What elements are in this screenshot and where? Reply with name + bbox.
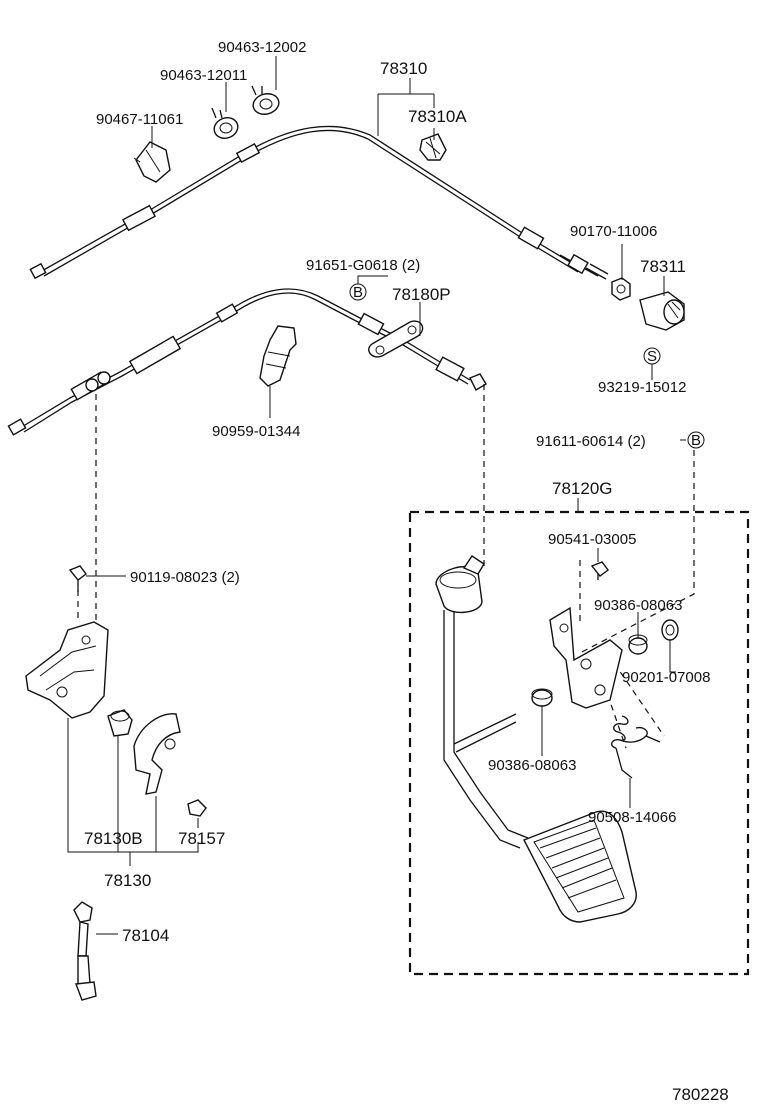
marker-b-91651: B xyxy=(349,283,367,301)
clamp-90467-11061 xyxy=(133,141,171,183)
marker-b-91611: B xyxy=(687,431,705,449)
clamp-90463-12002 xyxy=(251,85,280,115)
pedal-assembly-box xyxy=(408,510,750,976)
label-90463-12011: 90463-12011 xyxy=(160,67,247,84)
lever-78130 xyxy=(133,713,181,795)
washer-90201-07008 xyxy=(661,619,679,641)
grommet-78310A xyxy=(419,133,447,161)
leader-lines xyxy=(67,56,686,935)
label-90119-08023: 90119-08023 (2) xyxy=(130,569,240,586)
label-78311: 78311 xyxy=(640,257,686,276)
screw-78157 xyxy=(187,799,207,817)
label-78130B: 78130B xyxy=(84,829,143,848)
label-78180P: 78180P xyxy=(392,285,451,304)
bolt-90119-08023 xyxy=(68,565,87,592)
bushing-90386-08063-b xyxy=(531,688,553,707)
marker-b-text: B xyxy=(353,284,363,301)
label-90201-07008: 90201-07008 xyxy=(622,669,710,686)
marker-b-text-2: B xyxy=(691,432,701,449)
label-90386-08063-b: 90386-08063 xyxy=(488,757,576,774)
label-78120G: 78120G xyxy=(552,479,613,498)
cushion-78311 xyxy=(639,291,685,331)
diagram-code: 780228 xyxy=(672,1085,729,1104)
throttle-bracket-78130 xyxy=(25,621,109,719)
label-78104: 78104 xyxy=(122,926,169,945)
label-90541-03005: 90541-03005 xyxy=(548,531,636,548)
pedal-bracket xyxy=(549,606,623,709)
rod-78104 xyxy=(73,901,97,1001)
label-90386-08063-a: 90386-08063 xyxy=(594,597,682,614)
clamp-90959-01344 xyxy=(259,325,297,387)
label-90467-11061: 90467-11061 xyxy=(96,111,183,128)
accelerator-pedal xyxy=(435,555,637,923)
bolt-90541-03005 xyxy=(590,561,609,580)
label-90463-12002: 90463-12002 xyxy=(218,39,306,56)
nut-90170-11006 xyxy=(611,277,631,301)
label-78130: 78130 xyxy=(104,871,151,890)
label-78157: 78157 xyxy=(178,829,225,848)
spring-90508-14066 xyxy=(611,715,661,779)
accelerator-cable-78310 xyxy=(29,125,609,280)
clamp-90463-12011 xyxy=(211,107,239,139)
throttle-cable-78180P xyxy=(7,288,487,436)
label-90170-11006: 90170-11006 xyxy=(570,223,657,240)
label-91651-g0618: 91651-G0618 (2) xyxy=(306,257,420,274)
label-91611-60614: 91611-60614 (2) xyxy=(536,433,646,450)
collar-78130B xyxy=(107,709,133,737)
label-78310A: 78310A xyxy=(408,107,467,126)
part-labels: 90463-12002 90463-12011 90467-11061 7831… xyxy=(84,39,729,1104)
marker-s-93219: S xyxy=(643,347,661,365)
label-90959-01344: 90959-01344 xyxy=(212,423,300,440)
marker-s-text: S xyxy=(647,348,657,365)
label-90508-14066: 90508-14066 xyxy=(588,809,676,826)
label-78310: 78310 xyxy=(380,59,427,78)
label-93219-15012: 93219-15012 xyxy=(598,379,686,396)
